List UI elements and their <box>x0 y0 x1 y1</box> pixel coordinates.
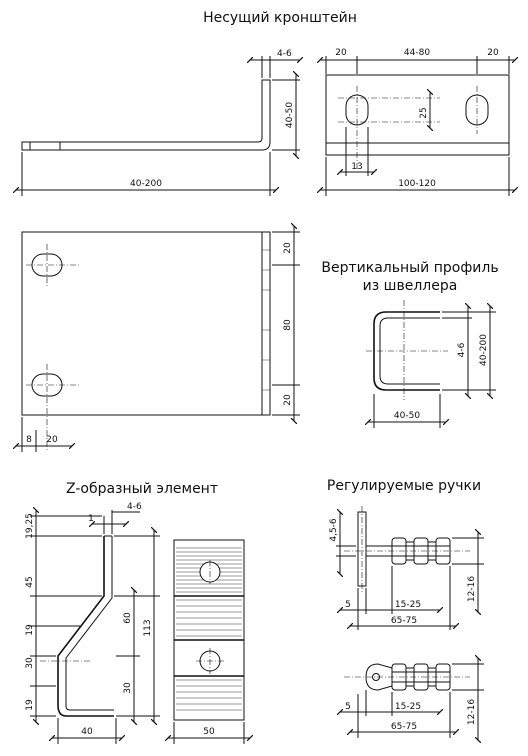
channel-profile-view: 4-6 40-200 40-50 <box>366 300 496 428</box>
handle-1-view: 4,5-6 12-16 5 15-25 65-75 <box>329 506 484 630</box>
dim-bracket-length: 40-200 <box>130 179 162 189</box>
dim-channel-width: 40-50 <box>394 411 420 421</box>
dim-handle1-65: 65-75 <box>391 616 417 626</box>
bracket-side-view: 4-6 40-50 40-200 <box>16 49 300 196</box>
dim-plate-middle: 44-80 <box>404 48 430 58</box>
dim-z-top: 19,25 <box>25 513 35 539</box>
dim-z-60: 60 <box>123 612 133 624</box>
dim-handle1-height: 12-16 <box>467 576 477 602</box>
dim-z-113: 113 <box>143 619 153 636</box>
dim-sheet-left-2: 20 <box>46 435 58 445</box>
dim-plate-width: 100-120 <box>398 179 436 189</box>
bracket-plate-view: 20 44-80 20 25 13 100-120 <box>320 48 515 196</box>
z-element-side-view: 1 4-6 19,25 45 19 30 19 60 113 30 40 <box>25 502 160 744</box>
dim-z-50: 50 <box>203 727 215 737</box>
dim-z-30a: 30 <box>25 657 35 669</box>
title-handles: Регулируемые ручки <box>327 478 481 494</box>
handle-2-view: 12-16 5 15-25 65-75 <box>340 658 484 740</box>
dim-bracket-height: 40-50 <box>285 102 295 128</box>
dim-channel-flange: 4-6 <box>457 342 467 357</box>
dim-slot-width: 13 <box>351 162 362 172</box>
dim-z-40: 40 <box>81 727 93 737</box>
dim-sheet-left-1: 8 <box>26 435 32 445</box>
dim-sheet-middle: 80 <box>283 319 293 331</box>
dim-slot-height: 25 <box>419 107 429 118</box>
dim-handle-rod: 4,5-6 <box>329 518 339 542</box>
dim-z-19b: 19 <box>25 699 35 711</box>
dim-sheet-bottom: 20 <box>283 394 293 406</box>
dim-handle2-65: 65-75 <box>391 722 417 732</box>
dim-plate-right: 20 <box>487 48 499 58</box>
dim-handle2-height: 12-16 <box>467 699 477 725</box>
dim-handle1-5: 5 <box>345 600 351 610</box>
dim-sheet-top: 20 <box>283 242 293 254</box>
bracket-sheet-view: 20 80 20 8 20 <box>16 226 300 452</box>
dim-bracket-thickness: 4-6 <box>277 49 292 59</box>
z-element-front-view: 50 <box>168 539 250 744</box>
dim-handle2-15: 15-25 <box>395 702 421 712</box>
dim-z-one: 1 <box>88 514 94 524</box>
dim-handle2-5: 5 <box>345 702 351 712</box>
dim-z-thickness: 4-6 <box>127 502 142 512</box>
title-profile-line1: Вертикальный профиль <box>321 260 498 276</box>
title-bracket: Несущий кронштейн <box>203 10 357 26</box>
dim-z-19a: 19 <box>25 624 35 636</box>
dim-z-45: 45 <box>25 576 35 587</box>
dim-channel-height: 40-200 <box>479 334 489 366</box>
title-profile-line2: из швеллера <box>363 278 458 294</box>
dim-z-30b: 30 <box>123 682 133 694</box>
dim-plate-left: 20 <box>335 48 347 58</box>
dim-handle1-15: 15-25 <box>395 600 421 610</box>
title-z-element: Z-образный элемент <box>66 481 218 497</box>
